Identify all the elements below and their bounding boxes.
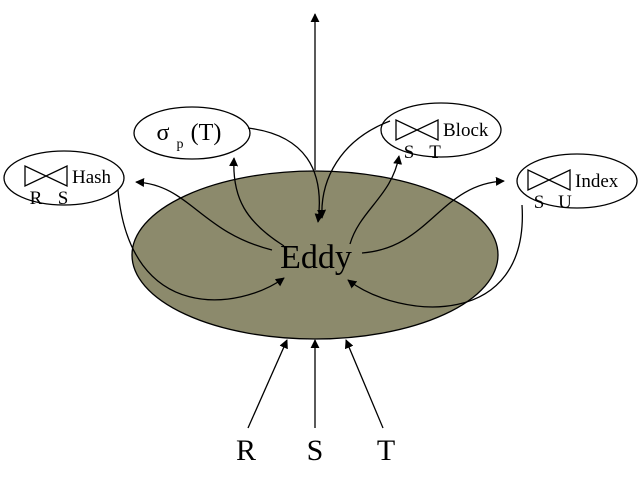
index-right-input: U <box>558 192 572 213</box>
eddy-label: Eddy <box>280 239 352 276</box>
select-predicate: p <box>177 137 184 152</box>
block-join-ellipse <box>380 102 502 158</box>
route-to-block <box>349 155 403 245</box>
hash-left-input: R <box>30 188 43 209</box>
return-from-index <box>347 204 523 308</box>
hash-join-operator: R S Hash <box>24 164 112 209</box>
index-join-operator: S U Index <box>527 168 619 213</box>
hash-join-ellipse <box>3 150 125 206</box>
input-label-r: R <box>236 434 256 467</box>
block-join-operator: S T Block <box>395 118 489 163</box>
select-ellipse <box>133 106 251 160</box>
return-from-select <box>247 127 324 223</box>
bowtie-join-icon <box>24 164 68 188</box>
select-sigma: σ <box>157 120 170 146</box>
return-from-block <box>317 120 391 219</box>
return-from-hash <box>117 189 285 301</box>
input-label-s: S <box>307 434 324 467</box>
index-left-input: S <box>534 192 545 213</box>
input-arrow-t <box>344 339 384 429</box>
index-label: Index <box>575 171 619 192</box>
select-argument: (T) <box>191 120 222 146</box>
hash-right-input: S <box>58 188 69 209</box>
block-right-input: T <box>429 142 441 163</box>
input-arrow-r <box>247 339 288 429</box>
route-to-hash <box>135 177 273 251</box>
index-join-ellipse <box>516 153 638 209</box>
hash-label: Hash <box>72 167 112 188</box>
block-label: Block <box>443 120 489 141</box>
eddy-ellipse <box>131 170 499 340</box>
input-label-t: T <box>377 434 395 467</box>
bowtie-join-icon <box>395 118 439 142</box>
route-to-select <box>229 157 285 247</box>
block-left-input: S <box>404 142 415 163</box>
route-to-index <box>361 176 505 254</box>
bowtie-join-icon <box>527 168 571 192</box>
select-operator: σ p (T) <box>157 120 222 152</box>
